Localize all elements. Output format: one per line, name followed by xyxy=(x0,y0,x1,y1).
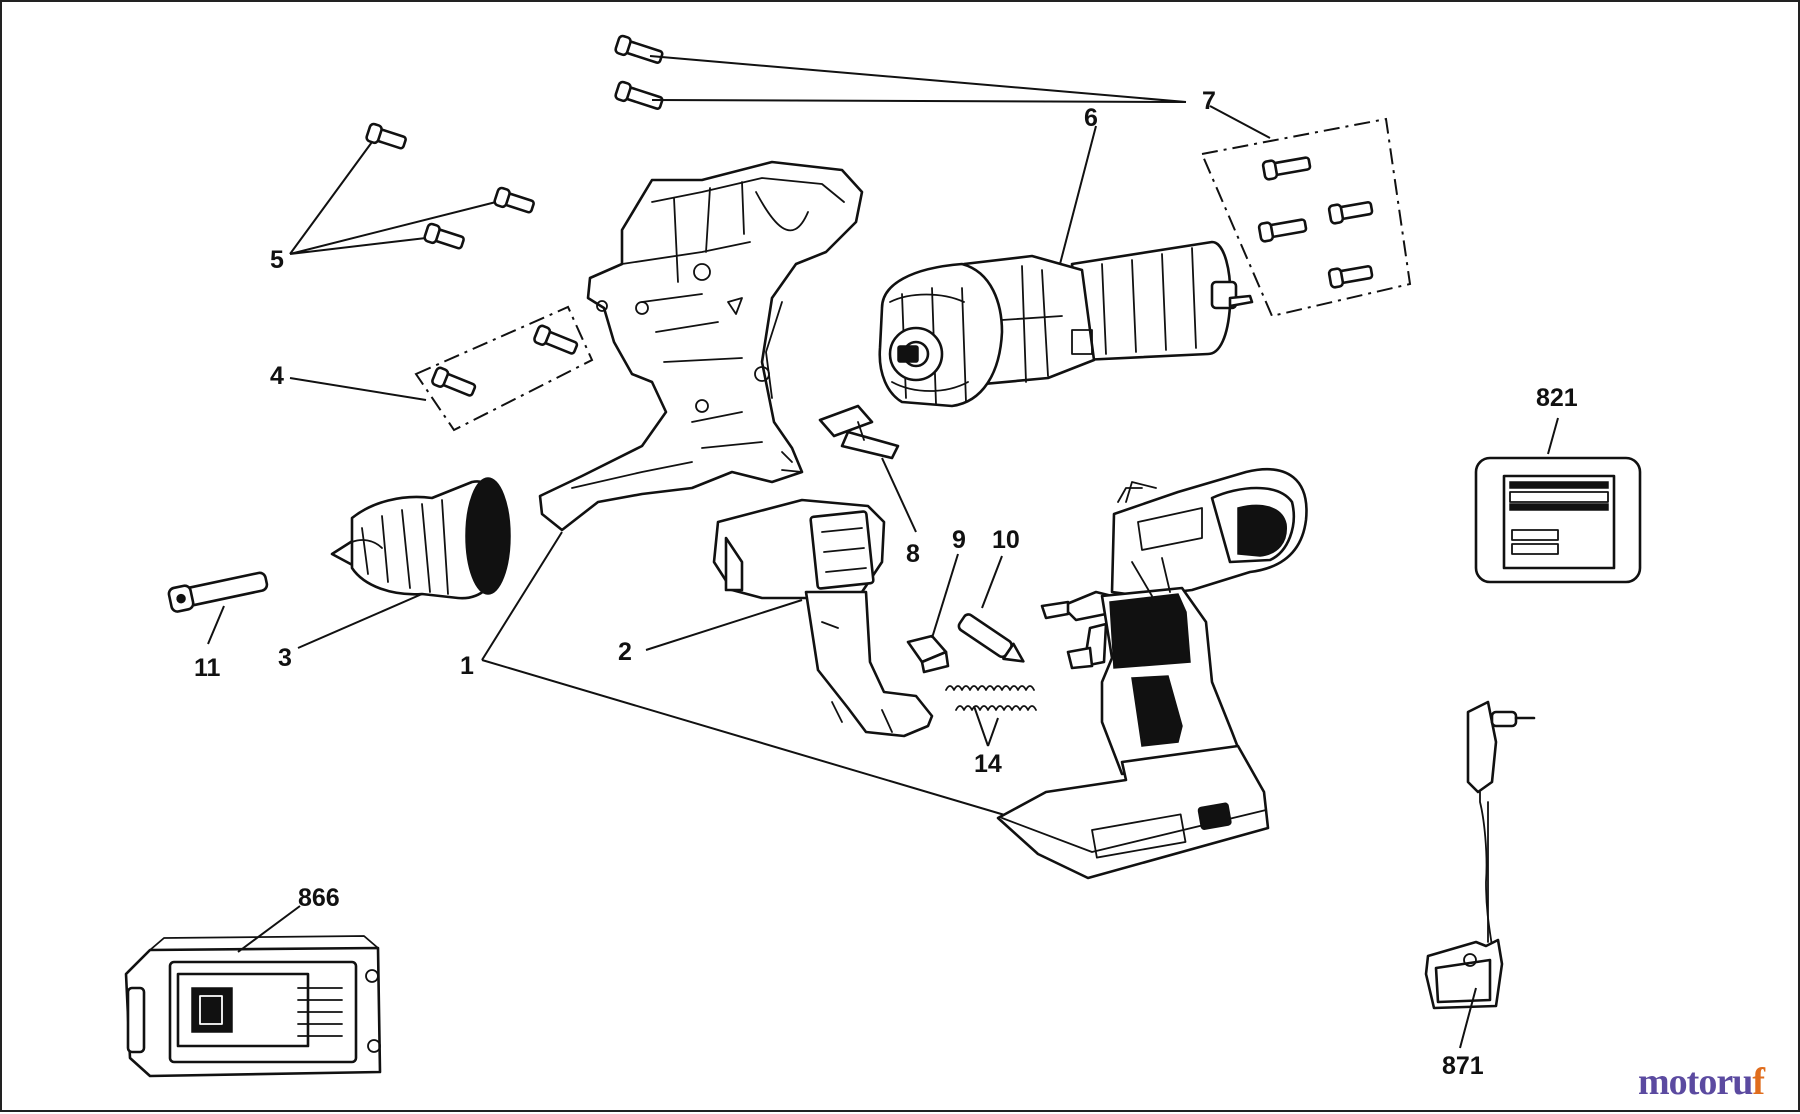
part-1-housing-half[interactable] xyxy=(538,160,864,532)
callout-14: 14 xyxy=(974,750,1002,778)
watermark-logo: motoruf xyxy=(1638,1061,1765,1103)
callout-9: 9 xyxy=(952,526,966,554)
part-7-screws[interactable] xyxy=(614,34,1412,318)
part-4-screws[interactable] xyxy=(414,305,594,432)
callout-1: 1 xyxy=(460,652,474,680)
callout-7: 7 xyxy=(1202,87,1216,115)
part-10-bit[interactable] xyxy=(957,613,1028,669)
callout-6: 6 xyxy=(1084,104,1098,132)
part-11-bit[interactable] xyxy=(167,569,269,613)
part-14-springs[interactable] xyxy=(945,685,1037,711)
callout-5: 5 xyxy=(270,246,284,274)
part-866-battery[interactable] xyxy=(124,935,382,1078)
part-5-screws[interactable] xyxy=(365,122,536,252)
part-3-chuck[interactable] xyxy=(330,477,511,600)
callout-866: 866 xyxy=(298,884,340,912)
callout-871: 871 xyxy=(1442,1052,1484,1080)
part-8-slider[interactable] xyxy=(818,404,900,460)
callout-2: 2 xyxy=(618,638,632,666)
part-9-clip[interactable] xyxy=(906,634,950,674)
callout-4: 4 xyxy=(270,362,284,390)
callout-11: 11 xyxy=(194,654,221,682)
callout-821: 821 xyxy=(1536,384,1578,412)
callout-8: 8 xyxy=(906,540,920,568)
assembled-drill[interactable] xyxy=(996,467,1308,880)
part-871-charger[interactable] xyxy=(1424,700,1536,1010)
part-821-label[interactable] xyxy=(1474,456,1642,584)
callout-3: 3 xyxy=(278,644,292,672)
part-6-gearbox-motor[interactable] xyxy=(878,240,1254,408)
part-2-switch[interactable] xyxy=(712,498,934,738)
callout-10: 10 xyxy=(992,526,1020,554)
